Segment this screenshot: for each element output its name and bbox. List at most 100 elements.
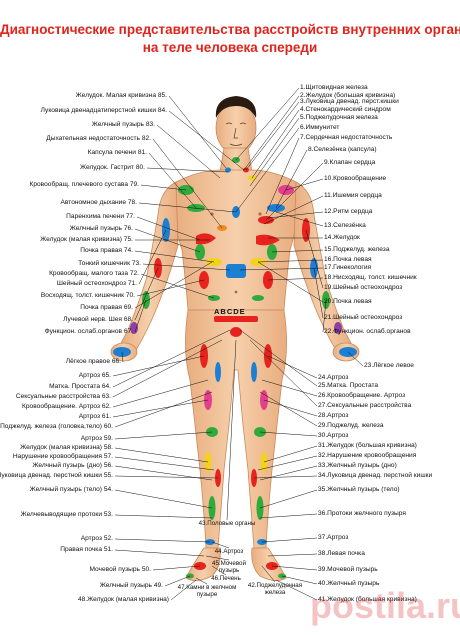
label-right: 18.Нисходящ. толст. кишечник [324, 274, 417, 281]
label-bottom: 47.Камни в желчном пузыре [177, 584, 237, 598]
leader-line [285, 178, 324, 191]
label-left: Желудок (малая кривизна) 75. [40, 236, 133, 243]
label-left: Паренхима печени 77. [66, 213, 135, 220]
leader-line [235, 127, 300, 213]
leader-line [136, 279, 205, 297]
zone-liver [196, 233, 216, 245]
label-right: 25.Матка. Простата [318, 382, 379, 389]
label-right: 10.Кровообращение [324, 175, 387, 182]
leader-line [138, 229, 167, 285]
label-left: Капсула печени 81. [87, 149, 147, 156]
label-right: 3.Луковица двенад. перст.кишки [300, 98, 399, 105]
leader-lines [112, 87, 364, 601]
body-silhouette [110, 101, 360, 581]
label-right: 2.Желудок (большая кривизна) [300, 92, 396, 99]
label-left: Желчный пузырь (дно) 56. [32, 462, 113, 469]
leader-line [138, 202, 237, 213]
title-line-1: Диагностические представительства расстр… [0, 22, 460, 37]
leader-line [271, 565, 318, 571]
leader-line [313, 267, 324, 319]
label-right: 1.Щитовидная железа [300, 84, 368, 91]
leader-line [114, 465, 213, 481]
leader-line [275, 211, 324, 227]
label-left: Артроз 52. [80, 535, 113, 542]
zone-wrist-left [130, 322, 138, 334]
label-left: Желчевыводящие протоки 53. [20, 511, 113, 518]
label-right: 40.Желчный пузырь [318, 580, 380, 587]
label-left: Артроз 65. [78, 372, 111, 379]
code-letters: ABCDE [214, 307, 246, 316]
leader-line [134, 250, 215, 263]
leader-line [257, 259, 324, 263]
label-right: 31.Желудок (большая кривизна) [318, 442, 417, 449]
leader-line [134, 267, 159, 321]
zone-abcde-band [214, 316, 258, 322]
leader-line [239, 329, 318, 387]
label-right: 35.Желчный пузырь (тело) [318, 486, 400, 493]
label-right: 38.Левая почка [318, 550, 365, 557]
hair [215, 96, 257, 118]
leader-line [134, 228, 201, 253]
leader-line [146, 167, 229, 173]
label-left: Дыхательная недостаточность 82. [46, 135, 151, 142]
label-left: Правая почка 51. [60, 546, 113, 553]
leader-line [259, 513, 318, 519]
label-right: 13.Селезёнка [324, 222, 366, 229]
leader-line [136, 216, 201, 241]
leader-line [243, 95, 300, 171]
label-right: 27.Сексуальные расстройства [318, 402, 412, 409]
label-left: Функцион. ослаб.органов 67. [44, 328, 133, 335]
label-left: Матка. Простата 64. [49, 383, 111, 390]
label-right: 19.Шейный остеохондроз [324, 284, 403, 291]
leader-line [152, 565, 201, 571]
leader-line [134, 299, 147, 333]
leader-line [114, 456, 215, 471]
label-right: 41.Желудок (большая кривизна) [318, 596, 417, 603]
leader-line [267, 355, 318, 379]
leader-line [261, 537, 318, 543]
label-left: Лёгкое правое 66. [65, 358, 121, 365]
label-right: 20.Почка левая [324, 298, 372, 305]
leader-line [265, 137, 300, 215]
label-left: Желчный пузырь 76. [69, 225, 133, 232]
zone-stomach [256, 234, 280, 246]
label-left: Лучевой нерв. Шея 68. [63, 316, 133, 323]
label-right: 7.Сердечная недостаточность [300, 134, 393, 141]
leader-line [257, 455, 318, 471]
label-left: Желудок. Гастрит 80. [80, 164, 145, 171]
leader-line [112, 339, 223, 398]
leader-line [170, 579, 197, 601]
leader-line [164, 575, 191, 587]
label-left: Почка правая 74. [80, 247, 133, 254]
leader-line [168, 110, 245, 171]
leader-line [261, 565, 276, 583]
label-left: Мочевой пузырь 50. [89, 566, 151, 573]
leader-line [261, 379, 318, 397]
label-right: 39.Мочевой пузырь [318, 566, 378, 573]
label-right: 15.Поджелуд. железа [324, 246, 390, 253]
label-left: Поджелуд. железа (головка,тело) 60. [0, 423, 113, 430]
label-left: Нарушение кровообращения 57. [12, 453, 113, 460]
leader-line [112, 399, 209, 418]
leader-line [226, 339, 237, 521]
leader-line [114, 514, 213, 519]
zone-pelvis-right [252, 295, 264, 301]
label-right: 4.Стенокардический синдром [300, 106, 391, 113]
leader-line [114, 431, 213, 440]
leader-line [114, 391, 213, 428]
leader-line [121, 351, 124, 363]
face [225, 122, 247, 146]
zone-small-intestine [226, 264, 246, 278]
leader-line [259, 489, 318, 509]
leader-line [263, 399, 318, 417]
leader-line [114, 538, 211, 543]
leader-line [112, 355, 205, 377]
label-left: Почка правая 69. [80, 304, 133, 311]
leader-line [114, 475, 219, 479]
leader-line [156, 124, 221, 179]
label-right: 14.Желудок [324, 234, 360, 241]
leader-line [322, 299, 327, 333]
leader-line [257, 261, 324, 303]
